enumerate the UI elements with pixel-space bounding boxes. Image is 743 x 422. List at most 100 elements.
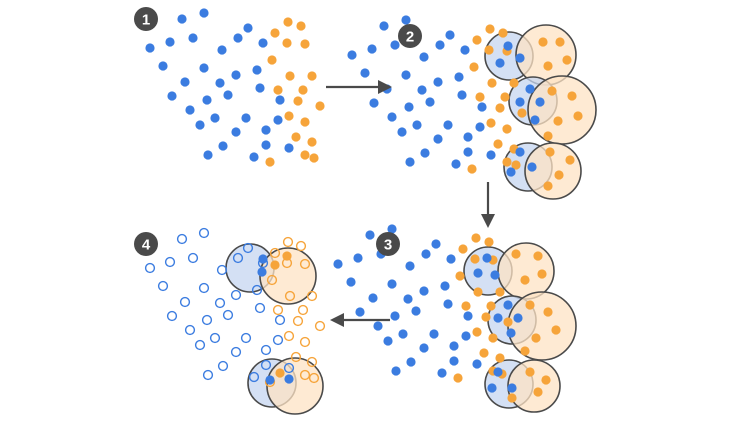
panel-2-point (545, 147, 555, 157)
panel-2-point (515, 147, 525, 157)
panel-3-point (355, 307, 365, 317)
panel-4-point (202, 369, 214, 381)
panel-1-point (273, 85, 283, 95)
panel-3-point (403, 294, 413, 304)
panel-1-point (158, 61, 168, 71)
panel-3-point (333, 259, 343, 269)
panel-4-point (272, 304, 284, 316)
panel-3-point (443, 299, 453, 309)
panel-2-point (555, 37, 565, 47)
panel-1-point (199, 63, 209, 73)
panel-2-point (565, 155, 575, 165)
panel-2-point (554, 170, 564, 180)
panel-4-point (314, 320, 326, 332)
panel-1-point (298, 85, 308, 95)
panel-2-point (500, 92, 510, 102)
panel-4-point (284, 374, 294, 384)
panel-3-point (541, 375, 551, 385)
panel-1-point (180, 77, 190, 87)
panel-4-point (222, 309, 234, 321)
panel-2-point (367, 44, 377, 54)
panel-2-point (463, 147, 473, 157)
panel-4-point (258, 254, 268, 264)
panel-3-point (398, 329, 408, 339)
panel-4-point (251, 284, 263, 296)
panel-3-point (520, 346, 530, 356)
panel-4-point (265, 375, 275, 385)
panel-3-point (421, 249, 431, 259)
panel-2-point (475, 92, 485, 102)
panel-1-point (188, 33, 198, 43)
panel-3-point (353, 253, 363, 263)
panel-4-point (282, 236, 294, 248)
panel-4-point (306, 356, 318, 368)
panel-1-point (291, 132, 301, 142)
panel-1-point (307, 71, 317, 81)
panel-4-point (292, 315, 304, 327)
cluster-circle (527, 75, 597, 145)
panel-2-point (527, 162, 537, 172)
panel-1-point (255, 83, 265, 93)
step-label-2: 2 (406, 29, 414, 46)
panel-2-point (530, 115, 540, 125)
panel-4-point (248, 371, 260, 383)
panel-1-point (177, 14, 187, 24)
panel-1-point (300, 117, 310, 127)
panel-1-point (296, 21, 306, 31)
step-badge-1: 1 (134, 7, 158, 31)
panel-3-point (373, 321, 383, 331)
panel-4-point (282, 251, 292, 261)
panel-3-point (446, 254, 456, 264)
panel-1-point (273, 115, 283, 125)
panel-3-point (495, 353, 505, 363)
panel-3-point (479, 348, 489, 358)
panel-1-point (231, 70, 241, 80)
panel-1-point (258, 38, 268, 48)
panel-2-point (506, 167, 516, 177)
panel-3-point (368, 293, 378, 303)
panel-3-point (391, 366, 401, 376)
panel-2-point (405, 157, 415, 167)
circle-layer (225, 24, 597, 415)
panel-3-point (533, 251, 543, 261)
panel-1-point (293, 96, 303, 106)
point-layer (144, 8, 583, 403)
panel-4-point (201, 314, 213, 326)
panel-4-point (144, 262, 156, 274)
panel-2-point (433, 134, 443, 144)
panel-1-point (249, 152, 259, 162)
panel-4-point (299, 336, 311, 348)
arrow-icon-1-to-2 (326, 80, 392, 94)
panel-1-point (215, 78, 225, 88)
panel-4-point (166, 310, 178, 322)
panel-4-point (198, 282, 210, 294)
panel-3-point (531, 333, 541, 343)
panel-3-point (405, 261, 415, 271)
panel-1-point (267, 55, 277, 65)
panel-1-point (284, 111, 294, 121)
panel-2-point (486, 118, 496, 128)
panel-1-point (265, 157, 275, 167)
panel-2-point (443, 120, 453, 130)
panel-3-point (551, 325, 561, 335)
panel-3-point (455, 271, 465, 281)
panel-2-point (535, 97, 545, 107)
panel-4-point (274, 314, 286, 326)
panel-4-point (214, 297, 226, 309)
panel-3-point (387, 279, 397, 289)
panel-2-point (387, 112, 397, 122)
panel-4-point (260, 344, 272, 356)
panel-2-point (401, 70, 411, 80)
panel-3-point (503, 317, 513, 327)
panel-3-point (481, 312, 491, 322)
panel-2-point (543, 131, 553, 141)
panel-2-point (425, 97, 435, 107)
panel-1-point (195, 120, 205, 130)
arrow-icon-2-to-3 (481, 182, 495, 228)
panel-2-point (511, 160, 521, 170)
panel-1-point (282, 38, 292, 48)
panel-2-point (417, 85, 427, 95)
panel-2-point (493, 139, 503, 149)
panel-4-point (269, 247, 281, 259)
panel-3-point (346, 277, 356, 287)
